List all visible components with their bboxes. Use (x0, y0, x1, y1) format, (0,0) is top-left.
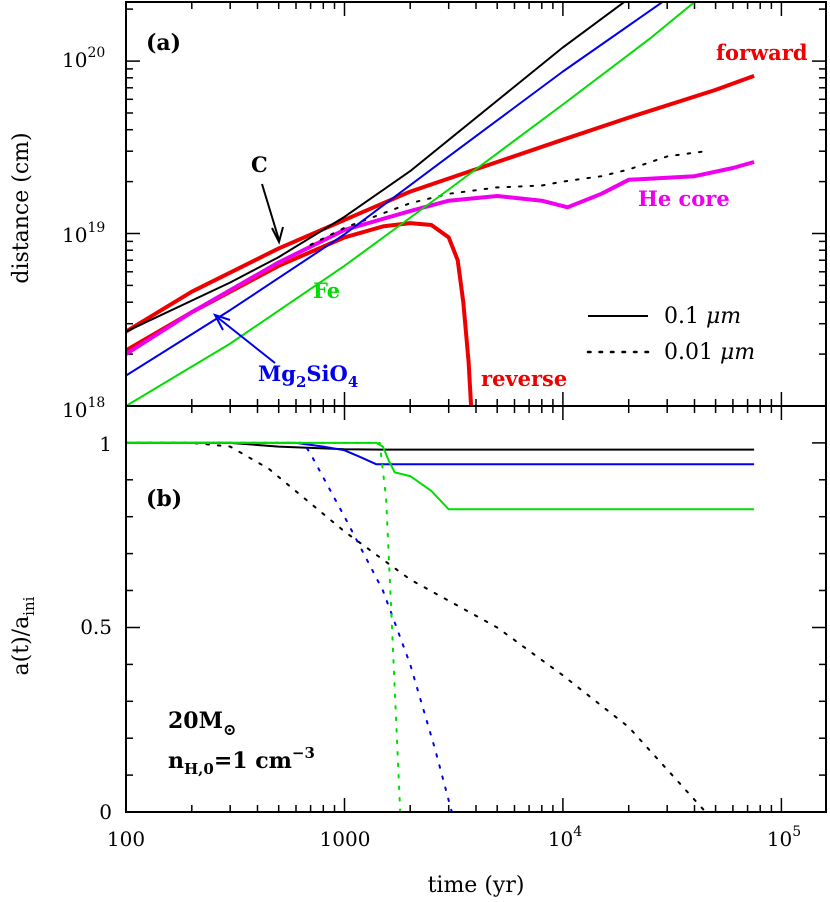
panel-a-ylabel: distance (cm) (9, 132, 34, 283)
x-tick-label-100: 100 (107, 827, 145, 851)
label-mg2sio4: Mg2SiO4 (258, 361, 358, 391)
label-c: C (251, 152, 268, 177)
panel-a-series-reverse (126, 221, 474, 406)
legend-label-solid: 0.1 μm (664, 304, 741, 329)
label-fe: Fe (313, 278, 340, 303)
panel-b-series-mg2sio4-0-01-m (126, 441, 756, 812)
panel-b-series-fe-0-1-m (126, 441, 755, 511)
y-tick-label-1e18: 1018 (62, 395, 105, 422)
y-tick-label-1: 1 (99, 432, 112, 456)
panel-b-series-fe-0-01-m (126, 441, 756, 812)
y-tick-label-1e19: 1019 (62, 220, 105, 247)
axes-layer (125, 2, 826, 813)
panel-b-series-mg2sio4-0-1-m (126, 441, 755, 466)
panel-a-series-mg2sio4 (126, 2, 665, 377)
y-tick-label-1e20: 1020 (62, 45, 105, 72)
legend-label-dotted: 0.01 μm (664, 340, 755, 365)
panel-a-series-forward (126, 74, 755, 334)
legend: 0.1 μm 0.01 μm (586, 304, 755, 365)
panel-a-label: (a) (146, 30, 181, 56)
panel-b-series-c-0-1-m (126, 441, 755, 451)
annotation-density: nH,0=1 cm−3 (168, 744, 315, 778)
annotation-mass: 20M⊙ (168, 708, 236, 739)
x-tick-label-1000: 1000 (320, 827, 371, 851)
x-tick-label-1e5: 105 (767, 824, 801, 851)
panel-b-series (126, 441, 756, 812)
panel-a-series-fe (126, 2, 696, 406)
arrow-c (261, 183, 284, 245)
x-axis-label: time (yr) (428, 873, 525, 898)
label-he-core: He core (638, 186, 730, 211)
panel-b-label: (b) (146, 486, 182, 512)
panel-b-series-c-0-01-m (126, 441, 756, 812)
panel-a-series-he-core-0-01-m (309, 150, 707, 246)
panel-b-ylabel: a(t)/aini (9, 596, 38, 675)
panel-a-series (126, 2, 755, 406)
panel-b-frame (125, 405, 827, 813)
label-forward: forward (716, 40, 808, 65)
y-tick-label-0.5: 0.5 (80, 615, 112, 639)
panel-a-series-he-core (126, 160, 755, 356)
label-reverse: reverse (481, 366, 567, 391)
x-tick-label-1e4: 104 (548, 824, 582, 851)
arrow-mg2sio4 (212, 313, 276, 364)
y-tick-label-0: 0 (99, 800, 112, 824)
panel-a-series-c (126, 2, 626, 333)
